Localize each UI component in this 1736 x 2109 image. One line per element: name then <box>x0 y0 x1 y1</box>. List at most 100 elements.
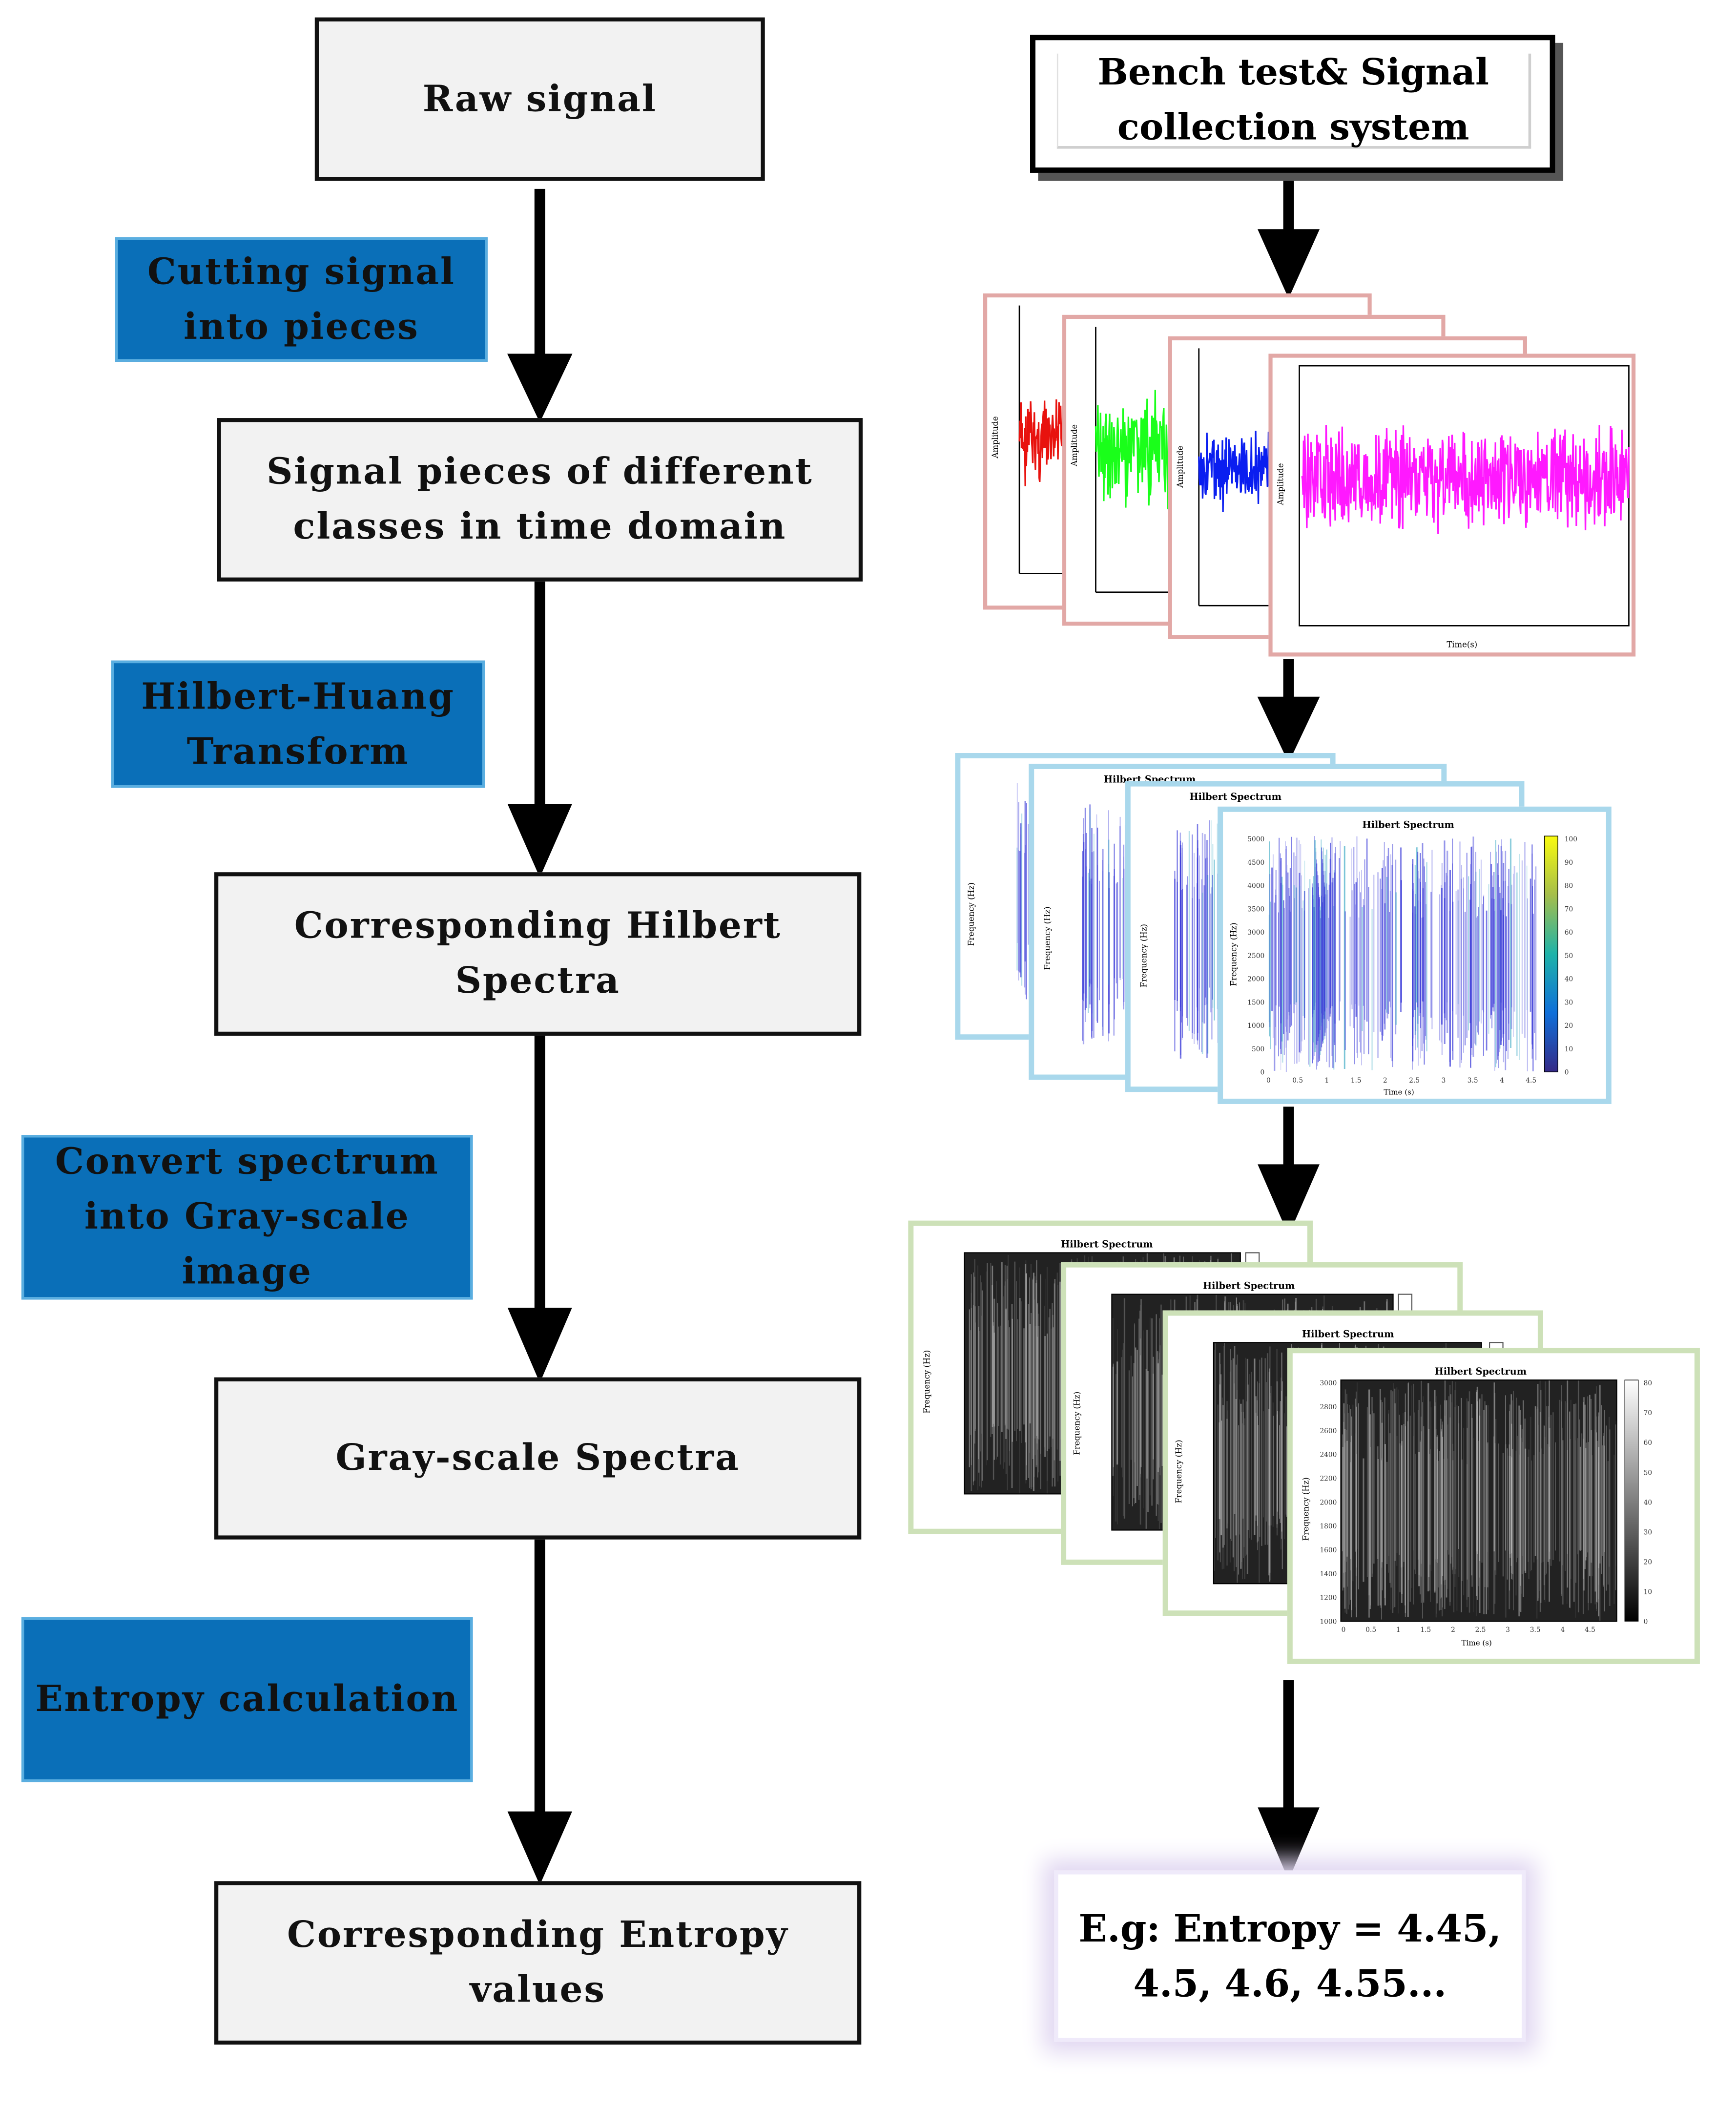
result-line-2: 4.5, 4.6, 4.55... <box>1133 1961 1447 2006</box>
arrowhead-raw-to-pieces <box>507 354 573 423</box>
time-y-label-1: Amplitude <box>991 416 1000 459</box>
time-y-label-2: Amplitude <box>1070 424 1079 467</box>
arrowhead-bench-to-signals <box>1257 229 1320 299</box>
y-tick-label: 2400 <box>1320 1451 1337 1459</box>
bench-line-2: collection system <box>1117 106 1469 148</box>
x-tick-label: 1 <box>1396 1626 1401 1634</box>
colorbar-tick-label: 80 <box>1565 882 1573 890</box>
convert-line-1: Convert spectrum <box>55 1141 439 1183</box>
hilbert-spectra-label: Corresponding Hilbert Spectra <box>294 905 782 1002</box>
y-tick-label: 1500 <box>1247 999 1264 1006</box>
bench-test-box: Bench test& Signal collection system <box>1030 35 1555 173</box>
arrowhead-gray-to-result <box>1258 1807 1320 1880</box>
y-tick-label: 0 <box>1260 1069 1264 1077</box>
x-tick-label: 4 <box>1560 1626 1565 1634</box>
signal-trace-blue <box>1198 431 1275 512</box>
colorbar-tick-label: 40 <box>1644 1499 1652 1506</box>
colorbar-tick-label: 20 <box>1644 1558 1652 1566</box>
colorbar-tick-label: 40 <box>1565 976 1573 983</box>
cutting-line-2: into pieces <box>183 306 419 348</box>
cutting-signal-step: Cutting signal into pieces <box>115 237 488 362</box>
x-tick-label: 3 <box>1506 1626 1510 1634</box>
colorbar-tick-label: 10 <box>1565 1045 1573 1053</box>
hht-line-2: Transform <box>186 731 410 773</box>
signal-pieces-line-2: classes in time domain <box>293 506 787 548</box>
signal-trace-magenta <box>1301 425 1630 534</box>
gray-title-2: Hilbert Spectrum <box>1203 1280 1295 1292</box>
y-tick-label: 1400 <box>1320 1570 1337 1578</box>
hilbert-colorbar <box>1544 835 1558 1072</box>
x-tick-label: 1 <box>1325 1077 1329 1085</box>
y-tick-label: 2200 <box>1320 1475 1337 1483</box>
signal-card-magenta: Amplitude Time(s) <box>1268 354 1636 657</box>
entropy-result-box: E.g: Entropy = 4.45, 4.5, 4.6, 4.55... <box>1054 1870 1526 2042</box>
time-x-label: Time(s) <box>1447 640 1477 649</box>
y-tick-label: 1600 <box>1320 1546 1337 1554</box>
y-tick-label: 3500 <box>1247 905 1264 913</box>
raw-signal-label: Raw signal <box>422 78 657 120</box>
hilbert-y-label-3: Frequency (Hz) <box>1139 924 1149 987</box>
hht-step: Hilbert-Huang Transform <box>111 660 485 788</box>
x-tick-label: 4.5 <box>1526 1077 1536 1085</box>
y-tick-label: 4000 <box>1247 882 1264 890</box>
arrowhead-gray-to-entropy <box>507 1811 572 1885</box>
y-tick-label: 2000 <box>1320 1499 1337 1506</box>
x-tick-label: 4.5 <box>1585 1626 1595 1634</box>
x-tick-label: 3 <box>1442 1077 1446 1085</box>
y-tick-label: 1800 <box>1320 1523 1337 1530</box>
colorbar-tick-label: 90 <box>1565 859 1573 867</box>
y-tick-label: 5000 <box>1247 835 1264 843</box>
y-tick-label: 4500 <box>1247 859 1264 867</box>
bench-line-1: Bench test& Signal <box>1097 51 1489 93</box>
convert-line-3: image <box>182 1251 312 1293</box>
x-tick-label: 4 <box>1500 1077 1504 1085</box>
entropy-values-label: Corresponding Entropy values <box>287 1914 789 2011</box>
hht-line-1: Hilbert-Huang <box>141 676 455 718</box>
hilbert-y-label-2: Frequency (Hz) <box>1043 906 1052 970</box>
x-tick-label: 0.5 <box>1292 1077 1303 1085</box>
y-tick-label: 500 <box>1252 1045 1264 1053</box>
x-tick-label: 2.5 <box>1475 1626 1486 1634</box>
y-tick-label: 1000 <box>1320 1618 1337 1626</box>
gray-y-label-main: Frequency (Hz) <box>1302 1477 1311 1541</box>
colorbar-tick-label: 60 <box>1644 1439 1652 1447</box>
x-tick-label: 1.5 <box>1351 1077 1362 1085</box>
time-y-label-4: Amplitude <box>1276 463 1285 505</box>
convert-gray-step: Convert spectrum into Gray-scale image <box>21 1135 473 1300</box>
result-line-1: E.g: Entropy = 4.45, <box>1078 1906 1502 1951</box>
hilbert-title-3: Hilbert Spectrum <box>1190 791 1281 802</box>
hilbert-title-main: Hilbert Spectrum <box>1362 819 1454 831</box>
raw-signal-box: Raw signal <box>314 17 765 181</box>
x-tick-label: 0.5 <box>1365 1626 1376 1634</box>
y-tick-label: 1200 <box>1320 1594 1337 1602</box>
colorbar-tick-label: 100 <box>1565 835 1577 843</box>
colorbar-tick-label: 70 <box>1644 1409 1652 1417</box>
colorbar-tick-label: 0 <box>1565 1069 1569 1077</box>
colorbar-tick-label: 50 <box>1565 952 1573 960</box>
x-tick-label: 3.5 <box>1467 1077 1478 1085</box>
x-tick-label: 0 <box>1342 1626 1346 1634</box>
colorbar-tick-label: 20 <box>1565 1022 1573 1030</box>
entropy-values-box: Corresponding Entropy values <box>214 1881 862 2045</box>
convert-line-2: into Gray-scale <box>84 1196 410 1238</box>
colorbar-tick-label: 60 <box>1565 929 1573 937</box>
y-tick-label: 3000 <box>1320 1379 1337 1387</box>
arrowhead-hilbert-to-gray-thumbs <box>1258 1164 1320 1235</box>
time-y-label-3: Amplitude <box>1176 446 1185 488</box>
arrowhead-signals-to-hilbert <box>1257 696 1320 763</box>
arrowhead-hilbert-to-gray <box>507 1307 572 1383</box>
hilbert-spectra-box: Corresponding Hilbert Spectra <box>214 872 862 1036</box>
x-tick-label: 2 <box>1451 1626 1455 1634</box>
colorbar-tick-label: 50 <box>1644 1469 1652 1477</box>
colorbar-tick-label: 30 <box>1644 1528 1652 1536</box>
x-tick-label: 2.5 <box>1409 1077 1420 1085</box>
cutting-line-1: Cutting signal <box>147 251 455 293</box>
gray-x-label: Time (s) <box>1462 1638 1492 1647</box>
bench-test-inner: Bench test& Signal collection system <box>1056 52 1531 149</box>
gray-y-label-2: Frequency (Hz) <box>1073 1392 1082 1455</box>
colorbar-tick-label: 30 <box>1565 999 1573 1006</box>
entropy-calculation-step: Entropy calculation <box>21 1617 473 1782</box>
